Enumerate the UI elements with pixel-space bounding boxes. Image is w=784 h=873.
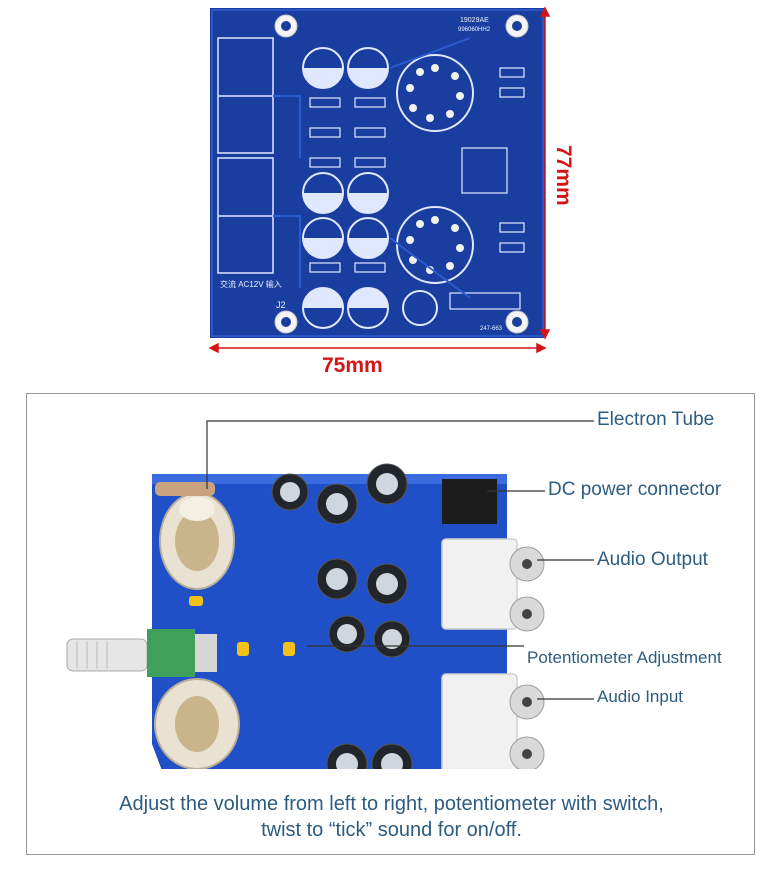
dc-power-connector-callout: DC power connector: [548, 479, 722, 500]
dimension-arrows: [208, 6, 551, 354]
width-dimension-label: 75mm: [322, 354, 383, 377]
callout-lines: [206, 420, 594, 700]
audio-input-callout: Audio Input: [597, 687, 684, 706]
pcb-silk-code: 19029AE: [460, 17, 489, 24]
audio-output-callout: Audio Output: [597, 549, 708, 570]
electron-tube-callout: Electron Tube: [597, 409, 715, 430]
module-photo-frame: Electron Tube DC power connector Audio O…: [26, 393, 755, 855]
pcb-j2-label: J2: [276, 300, 286, 310]
usage-caption: Adjust the volume from left to right, po…: [27, 791, 756, 843]
tube-preamp-module-photo: [66, 463, 545, 769]
potentiometer-adjustment-callout: Potentiometer Adjustment: [527, 648, 722, 667]
caption-line-1: Adjust the volume from left to right, po…: [119, 793, 664, 815]
caption-line-2: twist to “tick” sound for on/off.: [261, 819, 522, 841]
pcb-silk-subcode: 996060HH2: [458, 27, 491, 33]
pcb-diagram-section: 19029AE 996060HH2 交流 AC12V 输入 J2 247-663…: [0, 0, 784, 385]
pcb-bottom-code: 247-663: [480, 326, 503, 332]
height-dimension-label: 77mm: [552, 145, 575, 206]
pcb-board-diagram: 19029AE 996060HH2 交流 AC12V 输入 J2 247-663: [210, 8, 545, 338]
pcb-input-label: 交流 AC12V 输入: [220, 279, 282, 289]
